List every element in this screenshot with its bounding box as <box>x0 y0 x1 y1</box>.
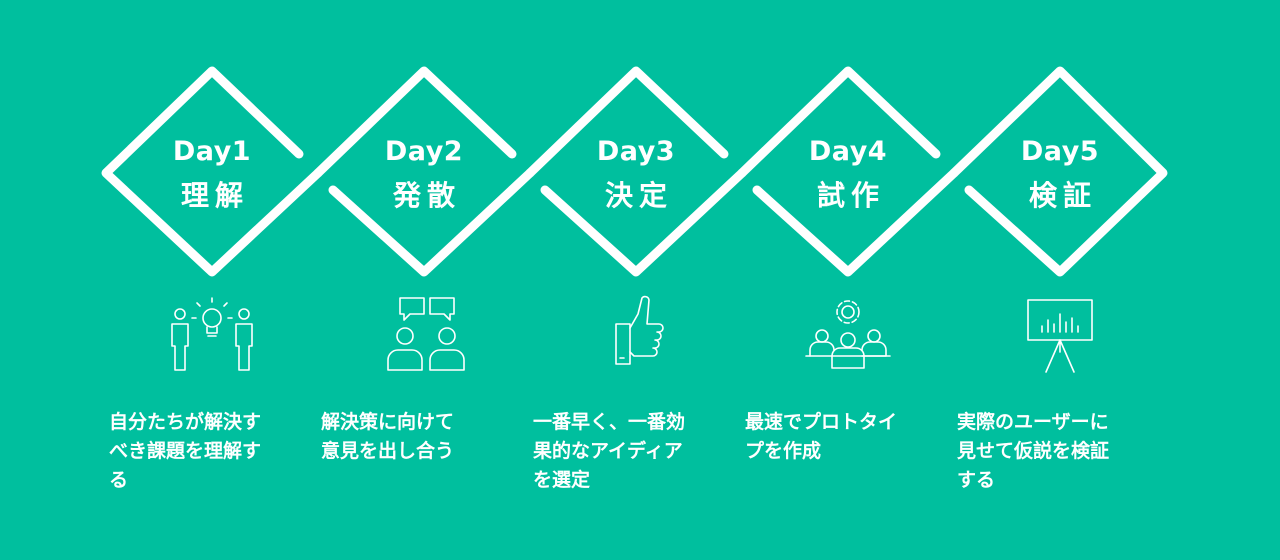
thumbs-up-icon <box>615 295 664 365</box>
phase-label: 理解 <box>180 179 249 212</box>
presentation-board-icon <box>1027 299 1093 373</box>
day3-diamond-lower <box>540 168 747 277</box>
day-label: Day5 <box>1020 136 1100 167</box>
day1-diamond-outline <box>101 66 323 277</box>
day5-diamond-outline <box>949 66 1168 277</box>
people-idea-icon <box>171 297 253 371</box>
phase-label: 決定 <box>604 179 673 212</box>
step-description: 解決策に向けて 意見を出し合う <box>321 411 455 462</box>
step-description: 自分たちが解決す べき課題を理解す る <box>109 411 262 491</box>
phase-label: 検証 <box>1028 179 1097 212</box>
day-label: Day3 <box>596 136 676 167</box>
day3-diamond-outline <box>525 66 729 178</box>
day2-diamond-lower <box>328 168 535 277</box>
team-gear-icon <box>805 300 891 369</box>
phase-label: 試作 <box>816 179 885 212</box>
day4-diamond-outline <box>737 66 941 178</box>
discussion-icon <box>387 297 465 371</box>
step-day5: Day5 検証 実際のユーザーに 見せて仮説を検証 する <box>954 0 1166 560</box>
step-day1: Day1 理解 自分たちが解決す べき課題を理解す る <box>106 0 318 560</box>
step-description: 最速でプロトタイ プを作成 <box>745 411 898 462</box>
step-day2: Day2 発散 解決策に向けて 意見を出し合う <box>318 0 530 560</box>
step-description: 一番早く、一番効 果的なアイディア を選定 <box>533 411 686 491</box>
day4-diamond-lower <box>752 168 959 277</box>
day-label: Day4 <box>808 136 888 167</box>
step-day4: Day4 試作 最速でプロトタイ プを作成 <box>742 0 954 560</box>
step-description: 実際のユーザーに 見せて仮説を検証 する <box>957 411 1110 491</box>
step-day3: Day3 決定 一番早く、一番効 果的なアイディア を選定 <box>530 0 742 560</box>
day-label: Day1 <box>172 136 252 167</box>
day2-diamond-outline <box>313 66 517 178</box>
day-label: Day2 <box>384 136 464 167</box>
phase-label: 発散 <box>392 179 461 212</box>
